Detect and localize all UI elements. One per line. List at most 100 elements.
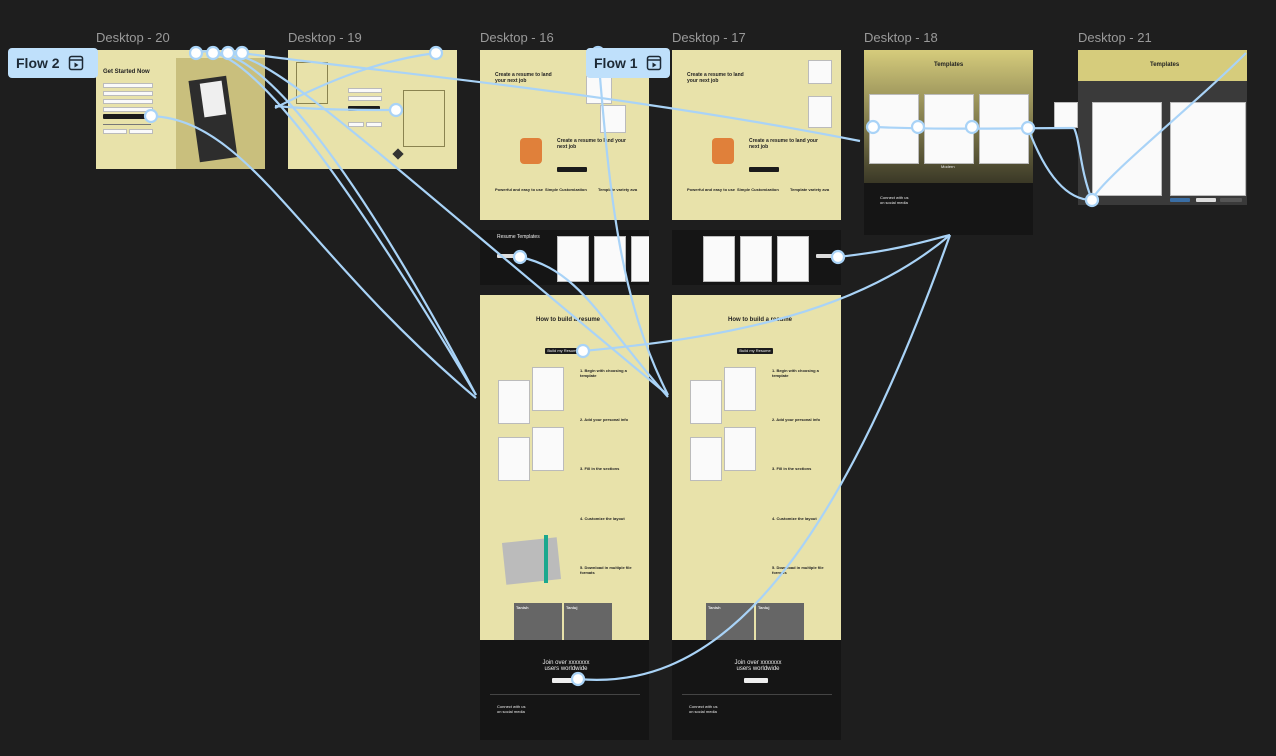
frame-desktop-17-howto[interactable]: How to build a resume Build my Resume 1.… bbox=[672, 295, 841, 640]
divider bbox=[490, 694, 640, 695]
save-button[interactable] bbox=[1196, 198, 1216, 202]
ninja-mascot-icon bbox=[520, 138, 542, 164]
testimonial-name: Tanish bbox=[708, 605, 721, 610]
frame-desktop-16-templates[interactable]: Resume Templates bbox=[480, 230, 649, 285]
template-card[interactable] bbox=[924, 94, 974, 164]
template-thumb[interactable] bbox=[740, 236, 772, 282]
flow-1-label: Flow 1 bbox=[594, 55, 638, 71]
frame-desktop-20[interactable]: Get Started Now bbox=[96, 50, 265, 169]
social-login-button[interactable] bbox=[348, 122, 364, 127]
form-field[interactable] bbox=[103, 83, 153, 88]
resume-preview bbox=[600, 105, 626, 133]
preview-button[interactable] bbox=[1220, 198, 1242, 202]
sketch-illustration bbox=[296, 62, 328, 104]
step-3: 3. Fill in the sections bbox=[580, 466, 620, 471]
login-button[interactable] bbox=[348, 106, 380, 111]
feature-1: Powerful and easy to use bbox=[687, 187, 736, 192]
resume-preview bbox=[808, 60, 832, 84]
step-5: 5. Download in multiple file formats bbox=[580, 565, 632, 575]
template-name: Modern bbox=[941, 164, 955, 169]
how-to-title: How to build a resume bbox=[728, 317, 793, 323]
frame-title-desktop-19[interactable]: Desktop - 19 bbox=[288, 30, 362, 45]
template-thumb[interactable] bbox=[703, 236, 735, 282]
flow-2-label: Flow 2 bbox=[16, 55, 60, 71]
feature-1: Powerful and easy to use bbox=[495, 187, 544, 192]
join-button[interactable] bbox=[552, 678, 576, 683]
form-field[interactable] bbox=[103, 99, 153, 104]
testimonial-name: Tanish bbox=[516, 605, 529, 610]
download-illustration-accent bbox=[544, 535, 548, 583]
download-button[interactable] bbox=[1170, 198, 1190, 202]
frame-desktop-17-templates[interactable] bbox=[672, 230, 841, 285]
template-thumb[interactable] bbox=[557, 236, 589, 282]
form-field[interactable] bbox=[103, 91, 153, 96]
play-frame-icon[interactable] bbox=[68, 55, 84, 71]
feature-2: Simple Customization bbox=[545, 187, 587, 192]
step-3: 3. Fill in the sections bbox=[772, 466, 812, 471]
frame-title-desktop-20[interactable]: Desktop - 20 bbox=[96, 30, 170, 45]
join-text: Join over xxxxxxx users worldwide bbox=[542, 660, 590, 672]
see-templates-button[interactable] bbox=[816, 254, 838, 258]
template-thumb[interactable] bbox=[777, 236, 809, 282]
flow-1-badge[interactable]: Flow 1 bbox=[586, 48, 670, 78]
get-started-button[interactable] bbox=[749, 167, 779, 172]
frame-title-desktop-21[interactable]: Desktop - 21 bbox=[1078, 30, 1152, 45]
frame-desktop-21[interactable]: Templates bbox=[1078, 50, 1247, 205]
social-login-button[interactable] bbox=[366, 122, 382, 127]
frame-desktop-19[interactable] bbox=[288, 50, 457, 169]
templates-title: Templates bbox=[1150, 62, 1180, 68]
step-1: 1. Begin with choosing a template bbox=[772, 368, 819, 378]
submit-button[interactable] bbox=[103, 114, 151, 119]
divider bbox=[103, 124, 151, 125]
step-5: 5. Download in multiple file formats bbox=[772, 565, 824, 575]
connect-text: Connect with us on social media bbox=[497, 704, 526, 714]
template-card[interactable] bbox=[869, 94, 919, 164]
form-field[interactable] bbox=[348, 96, 382, 101]
resume-preview bbox=[586, 76, 612, 104]
frame-title-desktop-17[interactable]: Desktop - 17 bbox=[672, 30, 746, 45]
sidebar-popup[interactable] bbox=[1054, 102, 1078, 128]
step-4: 4. Customize the layout bbox=[772, 516, 817, 521]
testimonial-name: Tanluj bbox=[758, 605, 770, 610]
frame-desktop-16-howto[interactable]: How to build a resume Build my Resume 1.… bbox=[480, 295, 649, 640]
frame-desktop-16-footer[interactable]: Join over xxxxxxx users worldwide Connec… bbox=[480, 640, 649, 740]
how-to-title: How to build a resume bbox=[536, 317, 601, 323]
hero2-title: Create a resume to land your next job bbox=[557, 138, 626, 150]
template-thumb[interactable] bbox=[594, 236, 626, 282]
form-field[interactable] bbox=[103, 107, 153, 112]
frame-desktop-17-hero[interactable]: Create a resume to land your next job Cr… bbox=[672, 50, 841, 220]
build-resume-button[interactable]: Build my Resume bbox=[545, 348, 581, 354]
frame-desktop-18[interactable]: Templates Modern Connect with us on soci… bbox=[864, 50, 1033, 235]
download-illustration bbox=[501, 537, 562, 585]
social-login-button[interactable] bbox=[129, 129, 153, 134]
form-field[interactable] bbox=[348, 88, 382, 93]
connector bbox=[837, 233, 951, 259]
connect-text: Connect with us on social media bbox=[689, 704, 718, 714]
build-resume-button[interactable]: Build my Resume bbox=[737, 348, 773, 354]
resume-paper-photo bbox=[199, 80, 227, 118]
frame-title-desktop-18[interactable]: Desktop - 18 bbox=[864, 30, 938, 45]
decoration-icon bbox=[392, 148, 404, 160]
social-login-button[interactable] bbox=[103, 129, 127, 134]
play-frame-icon[interactable] bbox=[646, 55, 662, 71]
flow-2-badge[interactable]: Flow 2 bbox=[8, 48, 98, 78]
template-thumb[interactable] bbox=[631, 236, 649, 282]
ninja-mascot-icon bbox=[712, 138, 734, 164]
templates-title: Templates bbox=[934, 62, 964, 68]
join-button[interactable] bbox=[744, 678, 768, 683]
see-templates-button[interactable] bbox=[497, 254, 521, 258]
step-4: 4. Customize the layout bbox=[580, 516, 625, 521]
editor-form[interactable] bbox=[1092, 102, 1162, 196]
frame-desktop-17-footer[interactable]: Join over xxxxxxx users worldwide Connec… bbox=[672, 640, 841, 740]
templates-section-title: Resume Templates bbox=[497, 234, 540, 240]
frame-title-desktop-16[interactable]: Desktop - 16 bbox=[480, 30, 554, 45]
testimonial-name: Tanluj bbox=[566, 605, 578, 610]
template-thumb bbox=[532, 427, 564, 471]
sketch-illustration bbox=[403, 90, 445, 147]
template-thumb bbox=[532, 367, 564, 411]
template-card[interactable] bbox=[979, 94, 1029, 164]
hero-title: Create a resume to land your next job bbox=[495, 72, 552, 84]
template-thumb bbox=[690, 437, 722, 481]
get-started-button[interactable] bbox=[557, 167, 587, 172]
step-2: 2. Add your personal info bbox=[580, 417, 629, 422]
